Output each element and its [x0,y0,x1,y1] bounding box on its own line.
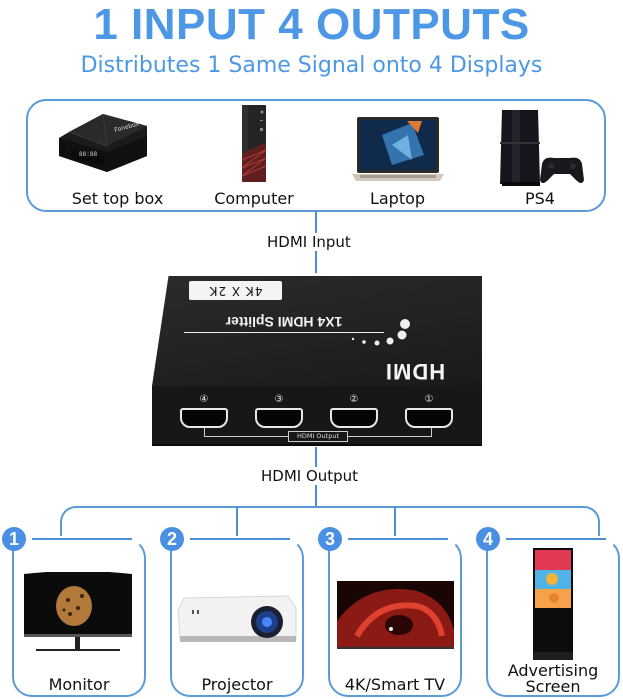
svg-text:88:88: 88:88 [79,151,97,158]
output-box-3-top [348,538,448,540]
hdmi-port-4[interactable] [180,408,228,428]
page-subtitle: Distributes 1 Same Signal onto 4 Display… [80,53,543,78]
output-number-badge-3: 3 [318,527,342,551]
output-box-3 [328,538,462,697]
resolution-label: 4K X 2K [189,281,282,300]
ports-label: HDMI Output [288,431,348,442]
output-box-4-top [506,538,606,540]
hdmi-port-2[interactable] [330,408,378,428]
set-top-box-icon: Fonebox 88:88 [57,112,149,174]
page-title: 1 INPUT 4 OUTPUTS [93,0,530,49]
output-box-2 [170,538,304,697]
hdmi-logo-text: HDMI [384,359,446,384]
output-branch-left [60,506,600,536]
kiosk-screen-icon [532,548,574,660]
game-console-icon [498,108,586,188]
hdmi-port-3[interactable] [255,408,303,428]
port-number-2: ② [349,394,359,405]
resolution-label-text: 4K X 2K [208,284,263,298]
port-number-4: ④ [199,394,209,405]
output-box-2-top [190,538,290,540]
port-number-1: ① [424,394,434,405]
hdmi-output-label: HDMI Output [258,467,362,485]
output-number-badge-4: 4 [476,527,500,551]
branch-drop-3 [394,506,396,536]
input-label-computer: Computer [214,189,294,208]
output-label-smart-tv: 4K/Smart TV [344,675,446,694]
desktop-tower-icon [240,104,268,184]
port-number-3: ③ [274,394,284,405]
input-label-laptop: Laptop [369,189,426,208]
input-label-ps4: PS4 [525,189,555,208]
monitor-icon [24,571,132,658]
branch-drop-2 [236,506,238,536]
projector-icon [176,588,298,650]
hdmi-logo: HDMI [368,359,462,384]
output-label-advertising-line2: Screen [525,677,581,696]
tv-icon [337,581,454,651]
output-box-4 [486,538,620,697]
hdmi-input-label: HDMI Input [264,233,354,251]
output-label-monitor: Monitor [48,675,110,694]
output-label-advertising-screen: Advertising Screen [490,663,616,695]
output-label-projector: Projector [201,675,273,694]
output-number-badge-2: 2 [160,527,184,551]
output-number-badge-1: 1 [2,527,26,551]
laptop-icon [352,115,444,185]
output-box-1 [12,538,146,697]
indicator-dots [345,318,415,348]
output-box-1-top [32,538,132,540]
output-label-advertising-line1: Advertising [507,661,599,680]
hdmi-port-1[interactable] [405,408,453,428]
input-label-set-top-box: Set top box [71,189,164,208]
